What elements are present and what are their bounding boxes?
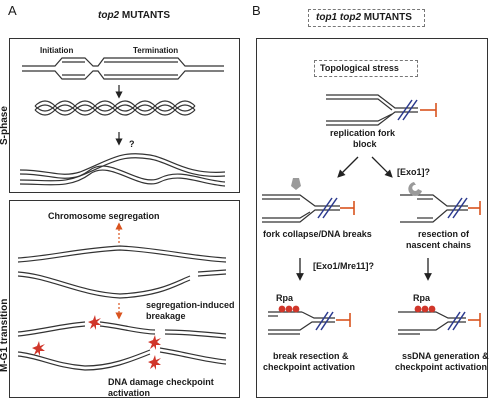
- rpa-left-label: Rpa: [276, 293, 294, 303]
- bottom-left-blue-duplex: [315, 311, 334, 331]
- rfb-label-2: block: [353, 139, 377, 149]
- exo1-mre11-label: [Exo1/Mre11]?: [313, 261, 375, 271]
- ddc-label-1: DNA damage checkpoint: [108, 377, 214, 387]
- panel-b-title-g2: top2: [339, 12, 361, 23]
- resected-fork-blue-duplex: [447, 197, 468, 219]
- bottom-right-fork: [398, 311, 466, 335]
- chrom-seg-label: Chromosome segregation: [48, 211, 160, 221]
- arrow-to-fork-collapse: [337, 156, 359, 178]
- bottom-right-barrier: [468, 313, 481, 327]
- panel-a-title-rest: MUTANTS: [119, 10, 171, 21]
- sphase-intertwined-chromatids: [19, 153, 226, 187]
- rfb-label-1: replication fork: [330, 128, 396, 138]
- collapsed-fork-blue-duplex: [317, 197, 338, 219]
- panel-a-title: top2 MUTANTS: [98, 11, 170, 21]
- resection-label-2: nascent chains: [406, 240, 472, 250]
- panel-b-title-box: [308, 9, 425, 27]
- resected-fork: [400, 194, 468, 223]
- fork-block-barrier: [420, 103, 437, 117]
- ss-label-1: ssDNA generation &: [402, 351, 489, 361]
- ss-label-2: checkpoint activation: [395, 362, 488, 372]
- ddc-label-2: activation: [108, 388, 151, 398]
- arrow-to-resection: [371, 156, 393, 178]
- seg-break-label-1: segregation-induced: [146, 300, 235, 310]
- sphase-catenane-strands: [34, 100, 196, 116]
- initiation-label: Initiation: [40, 46, 74, 55]
- br-label-2: checkpoint activation: [263, 362, 356, 372]
- bottom-right-blue-duplex: [447, 311, 466, 331]
- rpa-beads-right: [414, 305, 436, 313]
- mg1-broken-chromatids: [17, 321, 227, 371]
- resection-label-1: resection of: [418, 229, 470, 239]
- nuclease-pacman-icon: [408, 182, 422, 196]
- topo-stress-label: Topological stress: [320, 63, 399, 73]
- panel-b-title: top1 top2 MUTANTS: [316, 13, 412, 23]
- collapsed-fork: [262, 194, 340, 223]
- resected-fork-barrier: [468, 201, 481, 215]
- panel-b-title-g1: top1: [316, 12, 338, 23]
- panel-a-title-gene: top2: [98, 10, 120, 21]
- termination-label: Termination: [133, 46, 179, 55]
- bottom-left-barrier: [336, 313, 351, 327]
- panel-b-box: [256, 38, 488, 398]
- topo-stress-box: [314, 60, 418, 77]
- mg1-segregating-chromatids: [17, 245, 227, 299]
- question-mark: ?: [129, 139, 135, 149]
- exo1-label: [Exo1]?: [397, 167, 431, 177]
- panel-a-letter: A: [8, 3, 17, 18]
- rpa-beads-left: [278, 305, 300, 313]
- fork-collapse-label: fork collapse/DNA breaks: [263, 229, 372, 239]
- mg1-box: [9, 200, 240, 398]
- panel-b-letter: B: [252, 3, 261, 18]
- fork-block-blue-duplex: [397, 99, 418, 121]
- nuclease-icon-left: [291, 178, 301, 190]
- seg-break-label-2: breakage: [146, 311, 186, 321]
- dna-break-stars: [32, 315, 161, 370]
- sphase-replication-bubbles: [22, 57, 224, 80]
- br-label-1: break resection &: [273, 351, 349, 361]
- sphase-box: [9, 38, 240, 193]
- collapsed-fork-barrier: [340, 201, 355, 215]
- rpa-right-label: Rpa: [413, 293, 431, 303]
- panel-b-title-rest: MUTANTS: [363, 12, 412, 23]
